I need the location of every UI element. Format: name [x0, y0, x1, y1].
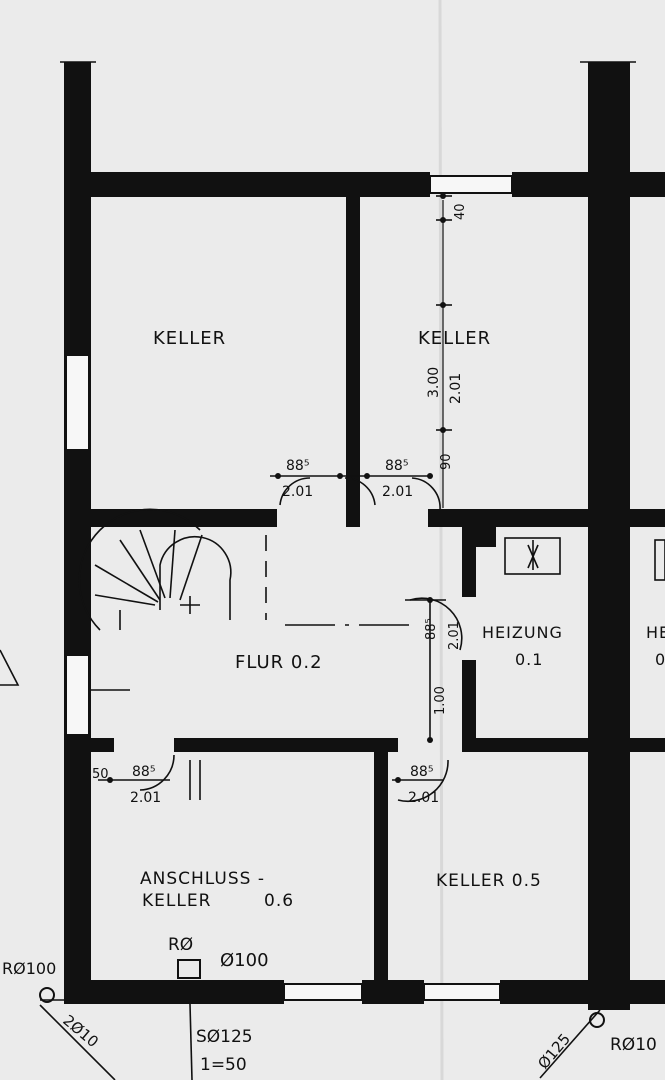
label-anschluss-2: KELLER	[142, 891, 211, 911]
window-left-lower	[65, 654, 90, 736]
dim-door-e-height: 2.01	[408, 790, 439, 806]
wall-keller-right-bottom	[428, 509, 665, 527]
wall-heizung-bottom	[462, 738, 665, 752]
pipes	[39, 959, 605, 1028]
pipe-circle-right	[589, 1012, 605, 1028]
outer-wall-bottom	[64, 980, 284, 1004]
dim-door-b-height: 2.01	[382, 484, 413, 500]
wall-heizung-left-bottom	[462, 660, 476, 752]
label-edge-he: HE	[646, 623, 665, 642]
dim-ticks	[107, 193, 446, 783]
outer-wall-bottom-right	[500, 980, 665, 1004]
wall-heizung-left-top	[462, 527, 476, 597]
dim-window-h1: 3.00	[426, 367, 442, 398]
dim-door-d-width: 88⁵	[132, 764, 155, 780]
annot-r-o: RØ	[168, 935, 193, 955]
dim-window-h2: 2.01	[448, 373, 464, 404]
label-keller-left: KELLER	[153, 328, 226, 349]
dim-door-100: 1.00	[433, 686, 448, 715]
dim-door-d-height: 2.01	[130, 790, 161, 806]
dim-door-a-height: 2.01	[282, 484, 313, 500]
floor-drain	[177, 959, 201, 979]
dimension-labels: 88⁵ 2.01 88⁵ 2.01 88⁵ 2.01 88⁵ 2.01 88⁵ …	[92, 203, 468, 806]
outer-wall-top	[64, 172, 430, 197]
dim-wall-50: 50	[92, 767, 109, 782]
window-bottom-2	[423, 983, 501, 1001]
wall-keller05-left	[374, 738, 388, 1004]
annot-s125: SØ125	[196, 1027, 253, 1047]
room-labels: KELLER KELLER FLUR 0.2 HEIZUNG 0.1 ANSCH…	[140, 328, 665, 911]
outer-wall-bottom-mid	[362, 980, 424, 1004]
label-heizung-num: 0.1	[515, 650, 543, 669]
window-bottom-1	[283, 983, 363, 1001]
annot-pipe-100: Ø100	[220, 950, 269, 971]
window-top	[429, 175, 513, 194]
dim-door-c-height: 2.01	[447, 621, 462, 650]
outer-wall-left	[64, 62, 91, 1002]
wall-flur-bottom-mid	[174, 738, 398, 752]
annot-bottom-right-r: RØ10	[610, 1035, 657, 1055]
label-heizung: HEIZUNG	[482, 623, 563, 642]
dim-door-a-width: 88⁵	[286, 458, 309, 474]
wall-flur-bottom-left	[64, 738, 114, 752]
dim-sill-90: 90	[439, 453, 454, 470]
label-keller-05: KELLER 0.5	[436, 871, 542, 891]
dim-door-c-width: 88⁵	[424, 618, 439, 640]
label-flur: FLUR 0.2	[235, 652, 323, 673]
label-anschluss-1: ANSCHLUSS -	[140, 869, 265, 889]
windows	[65, 175, 513, 1001]
dim-door-b-width: 88⁵	[385, 458, 408, 474]
label-keller-right: KELLER	[418, 328, 491, 349]
label-anschluss-num: 0.6	[264, 891, 294, 911]
pipe-circle-left	[39, 987, 55, 1003]
wall-keller-divider	[346, 197, 360, 527]
chimney	[476, 527, 496, 547]
annot-scale: 1=50	[200, 1055, 247, 1075]
window-left	[65, 354, 90, 451]
annot-pipe-left: RØ100	[2, 959, 56, 978]
label-edge-0: 0	[655, 650, 665, 669]
dim-door-e-width: 88⁵	[410, 764, 433, 780]
party-wall-right	[588, 62, 630, 1010]
dim-top-40: 40	[453, 203, 468, 220]
